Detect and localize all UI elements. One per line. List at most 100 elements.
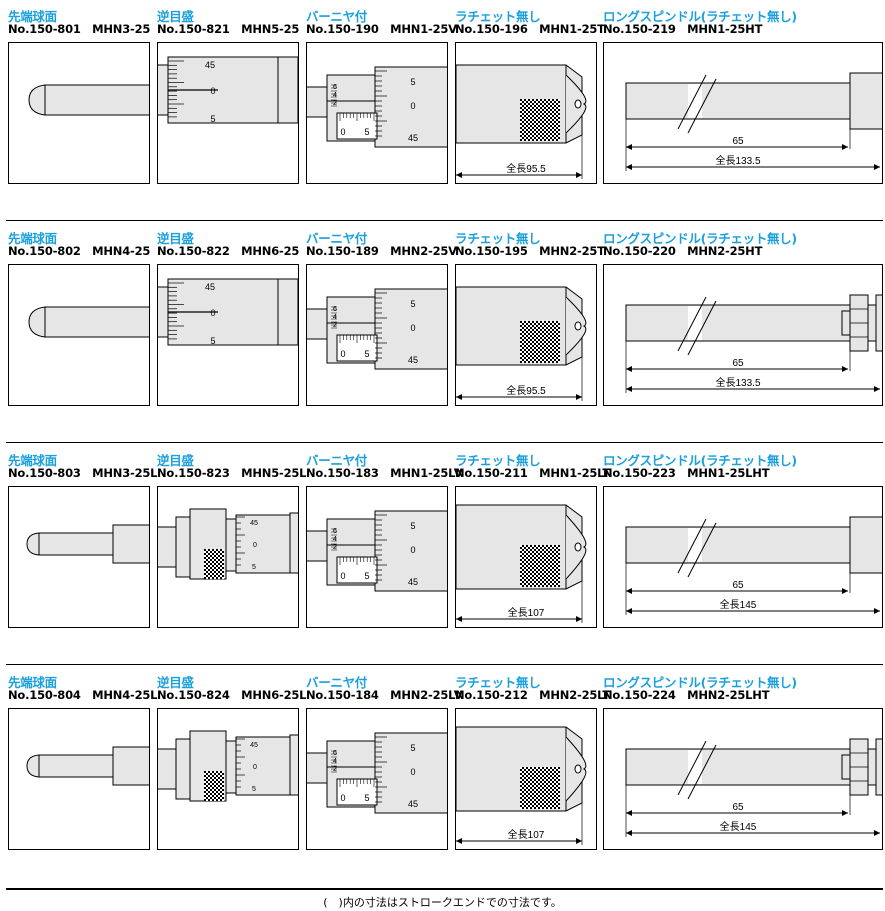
catalog-number: No.150-824 bbox=[157, 688, 230, 702]
product-title: 逆目盛 bbox=[157, 231, 194, 246]
thimble-label-5: 5 bbox=[410, 521, 415, 531]
micrometer-drawing: 全長107 bbox=[456, 504, 587, 623]
long-spindle bbox=[625, 304, 851, 342]
scale-label-45: 45 bbox=[205, 60, 215, 70]
knurl-pattern bbox=[204, 549, 224, 579]
spindle bbox=[44, 84, 149, 116]
vernier-label-5: 5 bbox=[364, 571, 369, 581]
product-title: ラチェット無し bbox=[455, 231, 541, 246]
vernier-label-0: 0 bbox=[340, 127, 345, 137]
model-code: MHN2-25T bbox=[539, 244, 605, 258]
spindle bbox=[307, 308, 328, 340]
total-length-label: 全長145 bbox=[720, 820, 757, 833]
total-length-label: 全長107 bbox=[508, 606, 545, 619]
sleeve bbox=[112, 524, 149, 564]
total-length-label: 全長95.5 bbox=[506, 162, 546, 175]
ratchet bbox=[277, 278, 298, 346]
product-title: 先端球面 bbox=[8, 9, 57, 24]
total-length-label: 全長133.5 bbox=[715, 376, 760, 389]
thimble-label-45: 45 bbox=[408, 355, 418, 365]
catalog-number: No.150-223 bbox=[603, 466, 676, 480]
micrometer-drawing bbox=[26, 524, 149, 564]
thimble-label-5: 5 bbox=[410, 743, 415, 753]
thimble bbox=[374, 510, 447, 592]
product-number: No.150-183 MHN1-25LV bbox=[306, 466, 463, 480]
spindle-length-label: 65 bbox=[732, 580, 744, 591]
scale-label-5: 5 bbox=[252, 786, 256, 793]
thimble-label-45: 45 bbox=[408, 577, 418, 587]
product-number: No.150-803 MHN3-25L bbox=[8, 466, 158, 480]
vernier-label: 4 bbox=[333, 92, 337, 99]
product-title: バーニヤ付 bbox=[306, 675, 368, 690]
ratchet-collar bbox=[175, 738, 191, 800]
product-number: No.150-821 MHN5-25 bbox=[157, 22, 299, 36]
vernier-label-5: 5 bbox=[364, 793, 369, 803]
product-title: ロングスピンドル(ラチェット無し) bbox=[603, 231, 797, 246]
scale-label-45: 45 bbox=[250, 520, 258, 527]
model-code: MHN1-25T bbox=[539, 22, 605, 36]
catalog-number: No.150-804 bbox=[8, 688, 81, 702]
product-title: 先端球面 bbox=[8, 675, 57, 690]
product-title: 逆目盛 bbox=[157, 9, 194, 24]
spherical-tip bbox=[26, 532, 40, 556]
catalog-number: No.150-189 bbox=[306, 244, 379, 258]
product-title: ラチェット無し bbox=[455, 453, 541, 468]
catalog-number: No.150-803 bbox=[8, 466, 81, 480]
product-title: ロングスピンドル(ラチェット無し) bbox=[603, 675, 797, 690]
vernier-label-5: 5 bbox=[364, 349, 369, 359]
scale-label-0: 0 bbox=[210, 86, 215, 96]
spindle bbox=[44, 306, 149, 338]
spherical-tip bbox=[26, 754, 40, 778]
row-divider bbox=[6, 220, 883, 221]
end-hole bbox=[574, 321, 582, 331]
scale-label-45: 45 bbox=[205, 282, 215, 292]
body bbox=[456, 64, 583, 144]
end-hole bbox=[574, 542, 582, 552]
product-number: No.150-223 MHN1-25LHT bbox=[603, 466, 770, 480]
product-number: No.150-190 MHN1-25V bbox=[306, 22, 457, 36]
product-number: No.150-224 MHN2-25LHT bbox=[603, 688, 770, 702]
knurl-pattern bbox=[520, 545, 560, 587]
vernier-label: 6 bbox=[333, 84, 337, 91]
spindle bbox=[158, 748, 177, 790]
catalog-number: No.150-190 bbox=[306, 22, 379, 36]
catalog-number: No.150-224 bbox=[603, 688, 676, 702]
model-code: MHN6-25 bbox=[241, 244, 300, 258]
thimble-end bbox=[289, 734, 298, 796]
product-number: No.150-211 MHN1-25LT bbox=[455, 466, 610, 480]
long-spindle bbox=[625, 82, 851, 120]
micrometer-drawing bbox=[28, 306, 149, 338]
sleeve bbox=[875, 738, 882, 796]
scale-label-5: 5 bbox=[210, 336, 215, 346]
drawing-frame: 全長95.5 bbox=[455, 42, 597, 184]
product-number: No.150-189 MHN2-25V bbox=[306, 244, 457, 258]
product-number: No.150-802 MHN4-25 bbox=[8, 244, 150, 258]
thimble-label-5: 5 bbox=[410, 77, 415, 87]
product-number: No.150-196 MHN1-25T bbox=[455, 22, 605, 36]
sleeve bbox=[849, 72, 882, 130]
vernier-label-0: 0 bbox=[340, 793, 345, 803]
thimble-edge bbox=[158, 286, 169, 338]
catalog-number: No.150-821 bbox=[157, 22, 230, 36]
body bbox=[456, 726, 583, 812]
thimble bbox=[235, 736, 291, 796]
product-title: 逆目盛 bbox=[157, 453, 194, 468]
catalog-number: No.150-211 bbox=[455, 466, 528, 480]
scale-label-45: 45 bbox=[250, 742, 258, 749]
product-number: No.150-823 MHN5-25L bbox=[157, 466, 307, 480]
catalog-number: No.150-801 bbox=[8, 22, 81, 36]
product-title: ロングスピンドル(ラチェット無し) bbox=[603, 453, 797, 468]
sleeve bbox=[875, 294, 882, 352]
vernier-label-0: 0 bbox=[340, 349, 345, 359]
spindle bbox=[307, 530, 328, 562]
end-hole bbox=[574, 764, 582, 774]
